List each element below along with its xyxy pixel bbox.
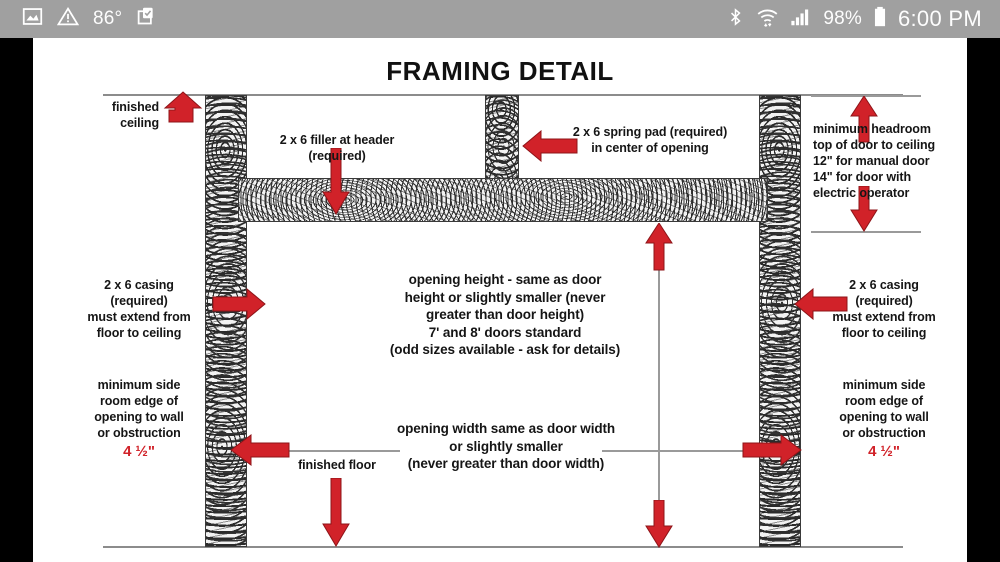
opening-height-line-2: height or slightly smaller (never: [404, 289, 606, 305]
headroom-down-arrow: [849, 186, 879, 232]
finished-floor-line: [103, 546, 903, 548]
side-room-right-line-2: room edge of: [845, 393, 923, 408]
opening-height-dimension-line: [658, 253, 660, 525]
side-room-left-line-2: room edge of: [100, 393, 178, 408]
finished-ceiling-arrow: [161, 88, 207, 126]
opening-height-line-4: 7' and 8' doors standard: [428, 324, 582, 340]
side-room-left-line-4: or obstruction: [97, 425, 181, 440]
status-bar-left-group: 86°: [0, 6, 157, 32]
headroom-line-3: 12" for manual door: [813, 153, 930, 168]
filler-at-header-line-2: (required): [308, 148, 366, 163]
clock-label: 6:00 PM: [897, 6, 982, 31]
opening-height-down-arrow: [644, 500, 674, 548]
battery-icon: [873, 6, 887, 33]
casing-left-note: 2 x 6 casing (required) must extend from…: [67, 278, 211, 342]
finished-floor-note: finished floor: [265, 458, 409, 474]
finished-ceiling-note: finished ceiling: [73, 100, 159, 132]
finished-ceiling-line-1: finished: [111, 100, 159, 114]
signal-bars-icon: [790, 6, 812, 32]
opening-width-right-arrow: [741, 434, 803, 466]
side-room-left-line-3: opening to wall: [94, 409, 184, 424]
opening-width-line-1: opening width same as door width: [396, 421, 616, 436]
opening-width-note: opening width same as door width or slig…: [353, 420, 659, 473]
filler-at-header-line-1: 2 x 6 filler at header: [279, 133, 395, 147]
casing-right-arrow: [793, 288, 849, 320]
left-jamb-member: [205, 95, 247, 547]
spring-pad-line-2: in center of opening: [591, 140, 709, 155]
side-room-left-dimension: 4 ½": [123, 442, 155, 460]
warning-triangle-icon: [56, 6, 80, 32]
battery-percent-label: 98%: [823, 8, 862, 29]
casing-right-line-4: floor to ceiling: [841, 325, 927, 340]
opening-width-line-2: or slightly smaller: [449, 438, 563, 454]
casing-right-line-1: 2 x 6 casing: [849, 278, 919, 292]
casing-left-arrow: [211, 288, 267, 320]
side-room-right-note: minimum side room edge of opening to wal…: [811, 378, 957, 461]
bluetooth-icon: [726, 6, 745, 33]
side-room-right-line-1: minimum side: [842, 378, 926, 392]
wifi-icon: [756, 6, 779, 33]
opening-height-note: opening height - same as door height or …: [345, 271, 665, 359]
opening-width-dimension-line-left: [285, 450, 400, 452]
spring-pad-line-1: 2 x 6 spring pad (required): [572, 125, 728, 139]
casing-right-note: 2 x 6 casing (required) must extend from…: [811, 278, 957, 342]
casing-right-line-2: (required): [855, 293, 913, 308]
casing-left-line-4: floor to ceiling: [96, 325, 182, 340]
finished-floor-line-1: finished floor: [298, 458, 376, 472]
status-bar: 86°: [0, 0, 1000, 38]
opening-height-line-1: opening height - same as door: [408, 272, 602, 287]
right-jamb-member: [759, 95, 801, 547]
side-room-right-line-4: or obstruction: [842, 425, 926, 440]
headroom-up-arrow: [849, 96, 879, 144]
headroom-note: minimum headroom top of door to ceiling …: [813, 122, 943, 201]
framing-detail-sheet: FRAMING DETAIL: [33, 38, 967, 562]
temperature-label: 86°: [93, 8, 123, 29]
opening-height-up-arrow: [644, 223, 674, 271]
spring-pad-note: 2 x 6 spring pad (required) in center of…: [545, 125, 755, 157]
casing-right-line-3: must extend from: [832, 309, 936, 324]
finished-floor-arrow: [321, 478, 351, 548]
opening-width-dimension-line-right: [602, 450, 747, 452]
headroom-line-4: 14" for door with: [813, 169, 911, 184]
header-beam-member: [238, 178, 768, 222]
opening-height-line-3: greater than door height): [425, 307, 584, 323]
casing-left-line-1: 2 x 6 casing: [104, 278, 174, 292]
drawing-page: FRAMING DETAIL: [0, 38, 1000, 562]
page-title: FRAMING DETAIL: [386, 56, 614, 86]
headroom-bottom-reference-line: [811, 231, 921, 233]
clipboard-check-icon: [136, 6, 157, 32]
headroom-line-5: electric operator: [813, 185, 910, 200]
headroom-top-reference-line: [811, 95, 921, 97]
filler-at-header-note: 2 x 6 filler at header (required): [238, 133, 436, 165]
finished-ceiling-line-2: ceiling: [120, 115, 159, 130]
side-room-left-line-1: minimum side: [97, 378, 181, 392]
opening-height-line-5: (odd sizes available - ask for details): [389, 342, 621, 358]
opening-width-line-3: (never greater than door width): [407, 456, 605, 472]
casing-left-line-3: must extend from: [87, 309, 191, 324]
filler-at-header-arrow: [321, 148, 351, 216]
headroom-line-2: top of door to ceiling: [813, 137, 936, 152]
side-room-left-note: minimum side room edge of opening to wal…: [67, 378, 211, 461]
casing-left-line-2: (required): [110, 293, 168, 308]
side-room-right-line-3: opening to wall: [839, 409, 929, 424]
headroom-line-1: minimum headroom: [813, 122, 931, 136]
image-icon: [22, 6, 43, 32]
spring-pad-arrow: [521, 130, 579, 162]
opening-width-left-arrow: [229, 434, 291, 466]
side-room-right-dimension: 4 ½": [868, 442, 900, 460]
status-bar-right-group: 98% 6:00 PM: [726, 6, 1000, 33]
